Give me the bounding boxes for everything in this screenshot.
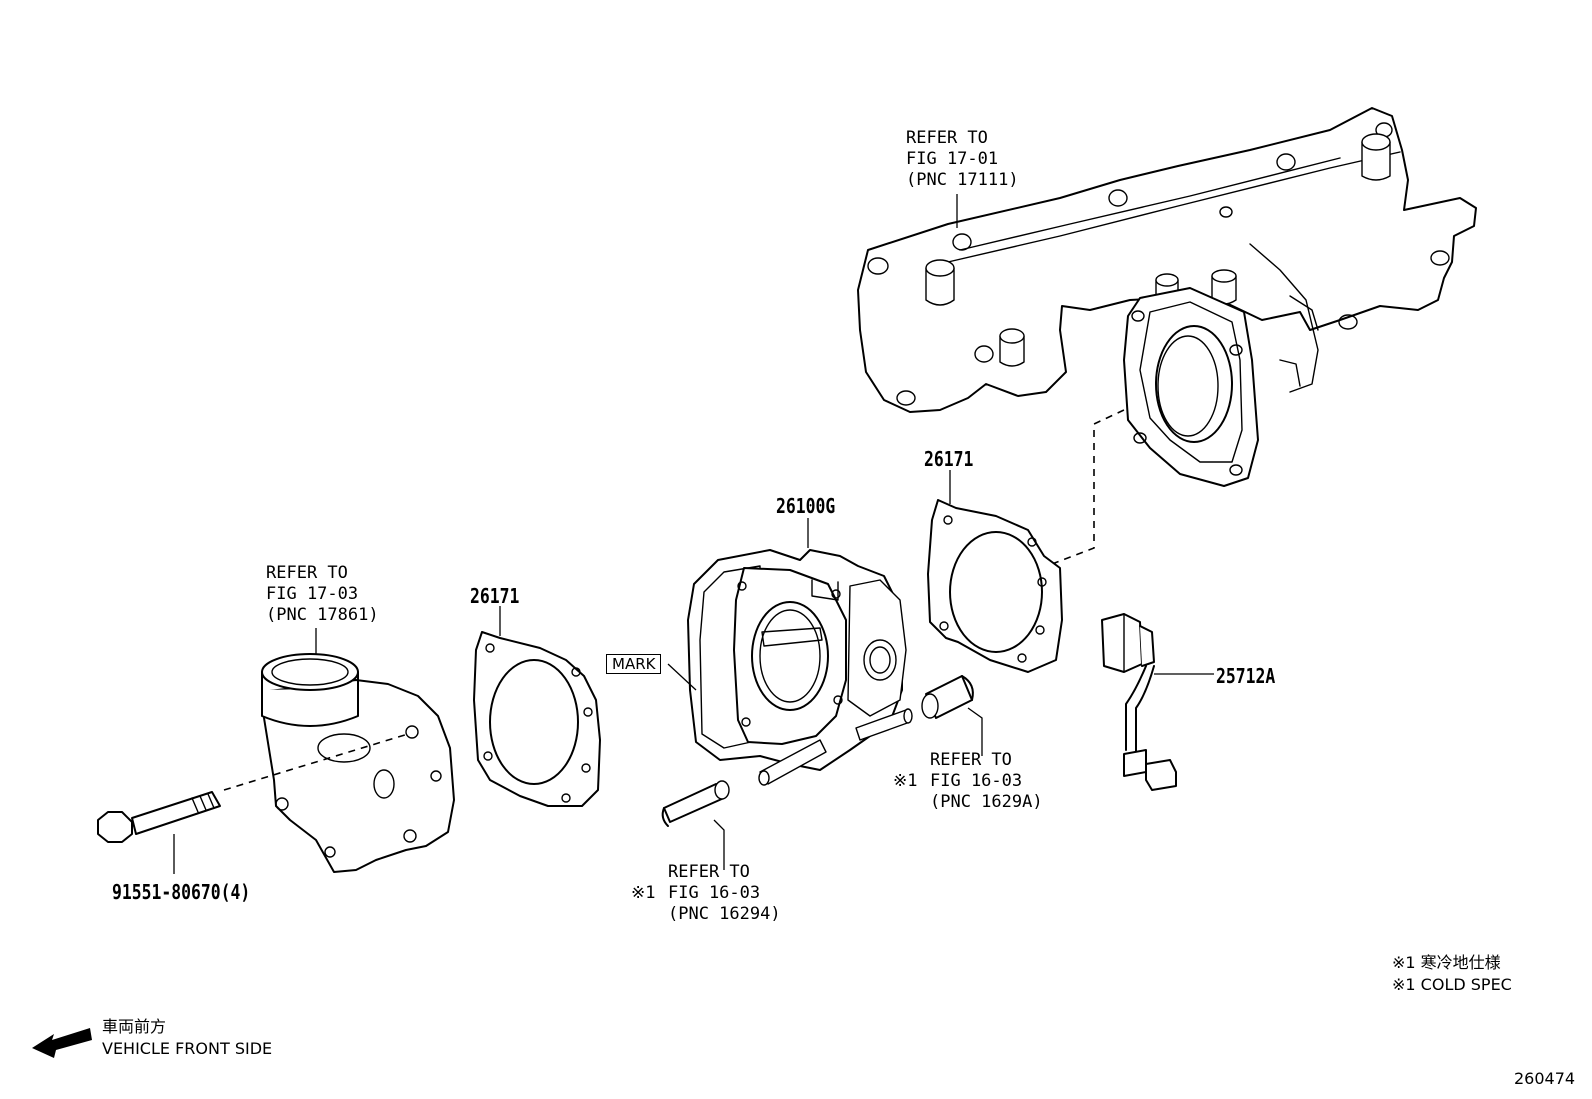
ref-hose-right-line1: REFER TO xyxy=(930,750,1012,770)
legend: ※1 寒冷地仕様 ※1 COLD SPEC xyxy=(1392,952,1512,996)
part-number-throttle-body: 26100G xyxy=(776,494,836,518)
air-inlet-elbow-drawing xyxy=(261,653,455,873)
vehicle-front-arrow-icon xyxy=(32,1028,92,1058)
ref-inlet-line1: REFER TO xyxy=(266,563,348,583)
ref-inlet-line3: (PNC 17861) xyxy=(266,605,379,625)
part-number-bolt: 91551-80670(4) xyxy=(112,880,251,904)
hose-right-drawing xyxy=(921,675,974,719)
ref-hose-left-prefix: ※1 xyxy=(631,883,656,903)
legend-line1: ※1 寒冷地仕様 xyxy=(1392,953,1501,972)
vehicle-front-line2: VEHICLE FRONT SIDE xyxy=(102,1039,273,1058)
part-number-sensor: 25712A xyxy=(1216,664,1276,688)
ref-hose-right-prefix: ※1 xyxy=(893,771,918,791)
ref-hose-left-line1: REFER TO xyxy=(668,862,750,882)
ref-hose-left-line3: (PNC 16294) xyxy=(668,904,781,924)
leader-hose-right xyxy=(967,707,983,756)
sensor-harness-drawing xyxy=(1101,613,1177,791)
intake-manifold-drawing xyxy=(857,107,1477,487)
vehicle-front-line1: 車両前方 xyxy=(102,1017,167,1036)
alignment-line-bolt xyxy=(223,733,409,791)
part-number-gasket-left: 26171 xyxy=(470,584,520,608)
alignment-line-manifold xyxy=(1051,409,1125,565)
ref-manifold-line3: (PNC 17111) xyxy=(906,170,1019,190)
ref-manifold-line1: REFER TO xyxy=(906,128,988,148)
ref-hose-left-line2: FIG 16-03 xyxy=(668,883,761,903)
throttle-body-drawing xyxy=(687,549,913,786)
part-number-gasket-right: 26171 xyxy=(924,447,974,471)
vehicle-front-label: 車両前方 VEHICLE FRONT SIDE xyxy=(102,1016,272,1060)
ref-hose-right-line3: (PNC 1629A) xyxy=(930,792,1043,812)
ref-inlet-line2: FIG 17-03 xyxy=(266,584,359,604)
gasket-left-drawing xyxy=(473,631,601,807)
gasket-right-drawing xyxy=(927,499,1063,673)
mark-leader xyxy=(667,663,697,691)
bolt-drawing xyxy=(97,791,221,843)
ref-hose-right-line2: FIG 16-03 xyxy=(930,771,1023,791)
figure-number: 260474 xyxy=(1514,1069,1576,1088)
hose-left-drawing xyxy=(661,780,730,827)
mark-label: MARK xyxy=(606,654,662,674)
leader-hose-left xyxy=(713,819,725,870)
legend-line2: ※1 COLD SPEC xyxy=(1392,975,1512,994)
ref-manifold-line2: FIG 17-01 xyxy=(906,149,999,169)
